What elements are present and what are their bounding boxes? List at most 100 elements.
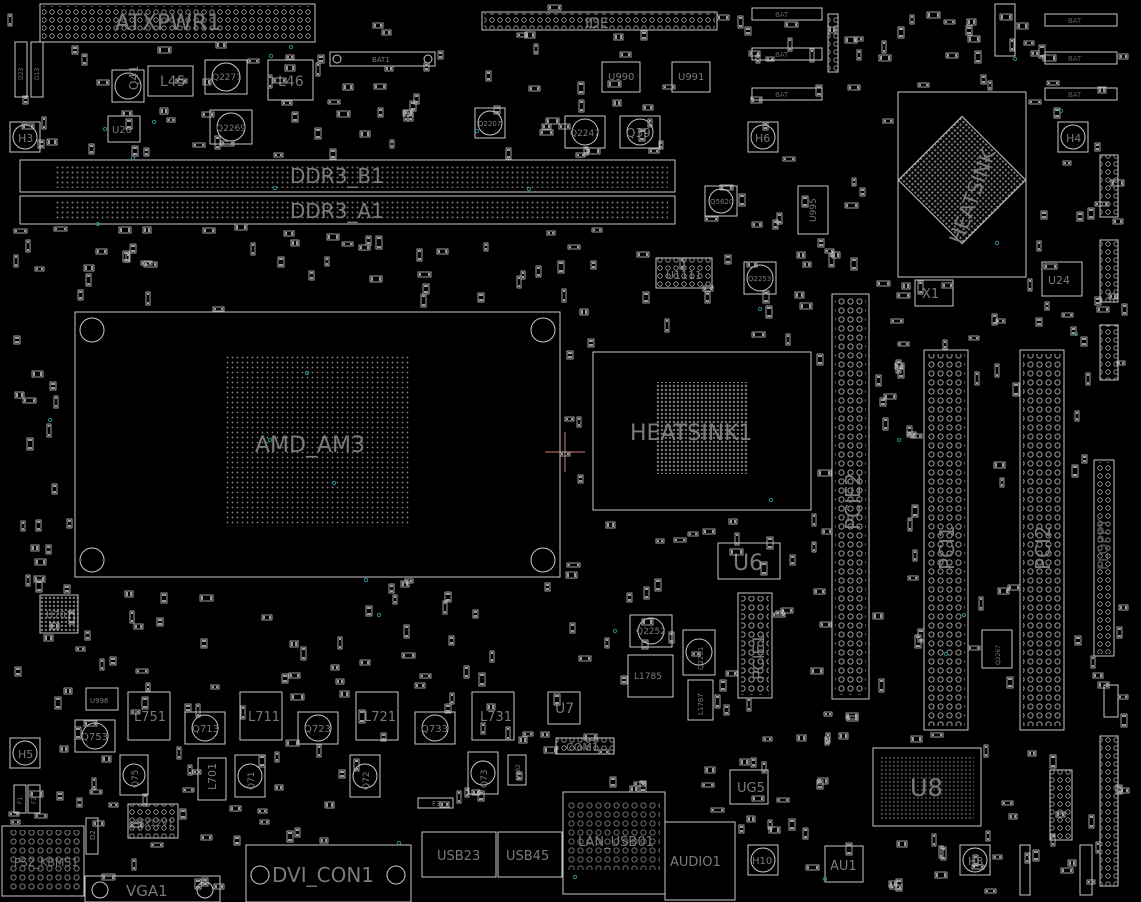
svg-text:PCI1: PCI1 — [935, 525, 959, 570]
smd-part — [750, 96, 763, 104]
smd-part — [762, 121, 769, 131]
smd-part — [81, 53, 88, 66]
smd-part — [401, 652, 416, 659]
smd-part — [761, 761, 767, 774]
usb45-connector[interactable]: USB45 — [497, 831, 563, 878]
smd-part — [288, 672, 301, 679]
pci1-slot[interactable]: PCI1 — [923, 349, 969, 731]
smd-part — [788, 818, 796, 831]
smd-part — [725, 670, 738, 677]
via — [474, 128, 480, 134]
smd-part — [1097, 681, 1110, 689]
smd-part — [1081, 454, 1088, 464]
svg-text:L1787: L1787 — [697, 693, 705, 715]
smd-part — [329, 148, 337, 160]
smd-part — [281, 100, 293, 106]
smd-part — [1049, 754, 1057, 769]
smd-part — [587, 338, 595, 348]
smd-part — [210, 684, 220, 690]
smd-part — [827, 26, 837, 34]
pcie1-slot[interactable]: PCIE1 — [737, 592, 773, 699]
smd-part — [590, 260, 597, 270]
svg-text:U990: U990 — [608, 72, 634, 83]
smd-part — [240, 705, 246, 720]
smd-part — [751, 795, 765, 802]
smd-part — [853, 36, 864, 42]
svg-text:U996: U996 — [90, 697, 109, 705]
smd-part — [358, 709, 366, 724]
smd-part — [308, 270, 315, 281]
smd-part — [974, 50, 982, 64]
smd-part — [751, 221, 763, 228]
u24-chip: U24 — [1041, 261, 1083, 297]
right-edge-headers — [1099, 154, 1119, 887]
smd-part — [1085, 372, 1091, 386]
smd-part — [1035, 317, 1043, 327]
smd-part — [983, 744, 989, 758]
smd-part — [215, 41, 227, 49]
audio-connector[interactable]: AUDIO1 — [664, 821, 736, 901]
smd-part — [141, 696, 149, 710]
com1-header[interactable]: COM1 — [555, 737, 615, 755]
smd-part — [175, 78, 188, 84]
ide-header[interactable]: IDE — [481, 11, 718, 32]
smd-part — [326, 233, 340, 241]
front-panel-header[interactable] — [1019, 769, 1093, 896]
smd-part — [1120, 713, 1128, 728]
smd-part — [746, 261, 758, 268]
ddr3-a1-slot[interactable]: DDR3_A1 — [19, 195, 676, 225]
vga-connector[interactable]: VGA1 — [84, 875, 221, 902]
q72x-mosfet: Q72 — [349, 754, 381, 798]
pci2-slot[interactable]: PCI2 — [1019, 349, 1065, 731]
floppy-header[interactable]: FLOPPY — [1093, 459, 1115, 657]
smd-part — [576, 416, 582, 428]
smd-part — [8, 811, 20, 817]
smd-part — [284, 64, 296, 72]
smd-part — [875, 374, 882, 387]
smd-part — [668, 631, 675, 644]
smd-part — [85, 273, 92, 287]
smd-part — [704, 766, 716, 774]
smd-part — [578, 99, 585, 113]
ddr3-b1-slot[interactable]: DDR3_B1 — [19, 159, 676, 193]
smd-part — [619, 51, 632, 58]
smd-part — [290, 239, 300, 247]
smd-part — [272, 77, 287, 84]
smd-part — [566, 562, 581, 568]
cpu-socket-am3[interactable]: AMD_AM3 — [74, 311, 561, 578]
svg-text:BAT: BAT — [775, 11, 789, 19]
smd-part — [716, 14, 730, 21]
smd-part — [1028, 99, 1042, 105]
smd-part — [1044, 301, 1050, 311]
smd-part — [719, 679, 727, 692]
dvi-connector[interactable]: DVI_CON1 — [245, 844, 412, 902]
lan-usb-connector[interactable]: LAN_USB01 — [562, 791, 666, 895]
atx-power-connector[interactable]: ATXPWR1 — [39, 3, 316, 43]
smd-part — [540, 731, 550, 738]
smd-part — [359, 130, 371, 138]
smd-part — [567, 244, 581, 250]
h5-mount-hole: H5 — [9, 737, 41, 769]
smd-part — [931, 833, 937, 847]
svg-text:Q2261: Q2261 — [697, 647, 705, 670]
smd-part — [150, 842, 164, 848]
smd-part — [373, 83, 387, 90]
usb23-connector[interactable]: USB23 — [421, 831, 497, 878]
pcie2-slot[interactable]: PCIE2 — [831, 293, 870, 700]
smd-part — [179, 808, 187, 820]
heatsink1-label: HEATSINK1 — [630, 421, 753, 446]
smd-part — [392, 594, 398, 605]
smd-part — [626, 592, 633, 603]
smd-part — [145, 682, 151, 692]
smd-part — [609, 776, 617, 788]
via — [331, 480, 337, 486]
smd-part — [847, 84, 861, 91]
atx12v1-connector[interactable]: ATX12V1 — [127, 803, 179, 839]
svg-text:L711: L711 — [248, 710, 280, 725]
ps2-kbms-connector[interactable]: PS2_KBMS1 — [1, 825, 85, 897]
smd-part — [234, 223, 248, 231]
smd-part — [545, 117, 560, 125]
smd-part — [640, 30, 648, 41]
q2261-mosfet: Q2261 — [682, 629, 716, 676]
